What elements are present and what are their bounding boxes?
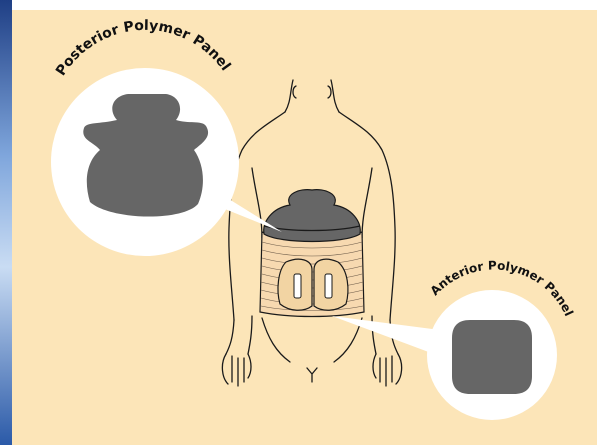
anterior-panel-shape xyxy=(452,320,532,394)
side-gradient-bar xyxy=(0,0,12,445)
top-border xyxy=(12,0,597,10)
